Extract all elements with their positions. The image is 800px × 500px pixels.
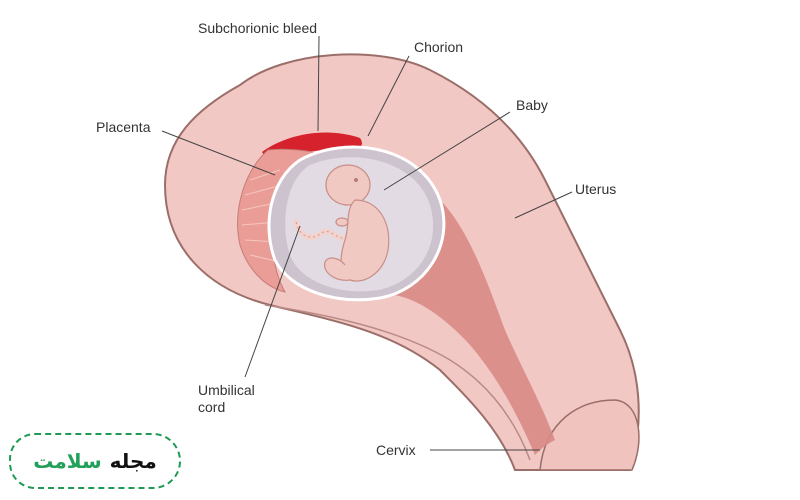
fetus-eye (354, 178, 358, 182)
uterus-inner-line (264, 304, 531, 461)
uterus-label: Uterus (575, 181, 617, 197)
placenta-label: Placenta (96, 119, 151, 135)
uterine-cavity (395, 200, 555, 455)
umbilical-cord-label-line2: cord (198, 399, 226, 415)
leader-lines (161, 35, 573, 451)
badge-word-salamat: سلامت (33, 449, 102, 473)
fetus (324, 164, 390, 282)
cervix-label: Cervix (376, 442, 416, 458)
baby-label: Baby (516, 97, 548, 113)
umbilical-cord-label-line1: Umbilical (198, 382, 255, 398)
chorion-label: Chorion (414, 39, 464, 55)
badge-word-majalle: مجله (109, 449, 157, 473)
magazine-logo-badge: مجله سلامت (9, 433, 181, 489)
subchorionic-bleed-label: Subchorionic bleed (198, 20, 318, 36)
